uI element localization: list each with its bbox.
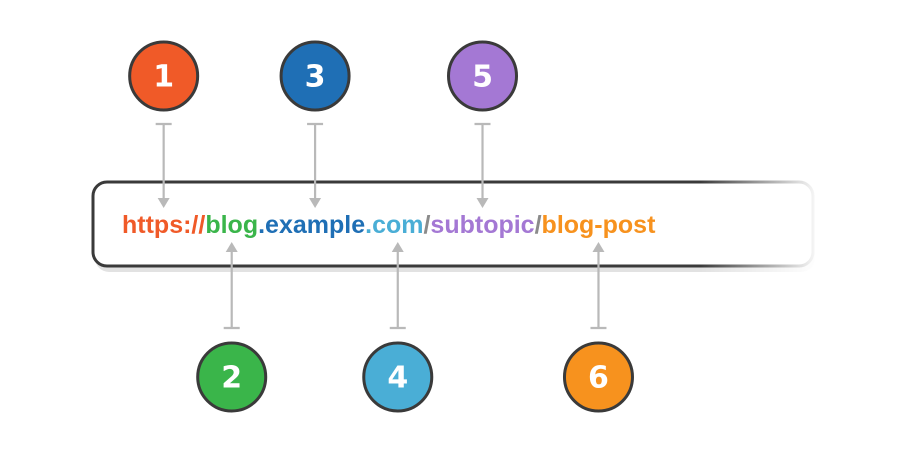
marker-3: 3 (279, 40, 351, 112)
arrowhead-3 (309, 198, 322, 208)
marker-circle-3 (279, 40, 351, 112)
url-segment-path: subtopic (430, 211, 534, 239)
marker-circle-5 (447, 40, 519, 112)
arrowhead-6 (592, 242, 605, 252)
marker-number-5: 5 (472, 60, 493, 95)
marker-number-6: 6 (588, 361, 609, 396)
marker-5: 5 (447, 40, 519, 112)
url-segment-dot-2: . (365, 211, 372, 239)
address-bar-fade (700, 170, 820, 280)
arrowhead-4 (391, 242, 404, 252)
marker-circle-4 (362, 341, 434, 413)
marker-circle-1 (128, 40, 200, 112)
connector-lines (155, 122, 607, 330)
marker-6: 6 (562, 341, 634, 413)
address-bar (91, 170, 820, 280)
marker-number-3: 3 (305, 60, 326, 95)
url-segment-slash-2: / (535, 211, 542, 239)
arrowhead-1 (157, 198, 170, 208)
url-segment-scheme: https:// (122, 211, 205, 239)
url-segment-subdomain: blog (205, 211, 258, 239)
marker-number-2: 2 (221, 361, 242, 396)
marker-number-1: 1 (153, 60, 174, 95)
marker-circle-2 (196, 341, 268, 413)
url-segment-dot-1: . (258, 211, 265, 239)
marker-badges: 1 2 3 4 5 6 (128, 40, 634, 413)
url-segment-slash-1: / (423, 211, 430, 239)
url-segment-page: blog-post (542, 211, 657, 239)
arrowhead-5 (476, 198, 489, 208)
marker-1: 1 (128, 40, 200, 112)
url-segment-domain: example (265, 211, 365, 239)
marker-2: 2 (196, 341, 268, 413)
marker-4: 4 (362, 341, 434, 413)
url-segment-tld: com (372, 211, 423, 239)
example-url: https://blog.example.com/subtopic/blog-p… (122, 211, 656, 239)
marker-circle-6 (562, 341, 634, 413)
marker-number-4: 4 (387, 361, 408, 396)
arrowhead-2 (225, 242, 238, 252)
